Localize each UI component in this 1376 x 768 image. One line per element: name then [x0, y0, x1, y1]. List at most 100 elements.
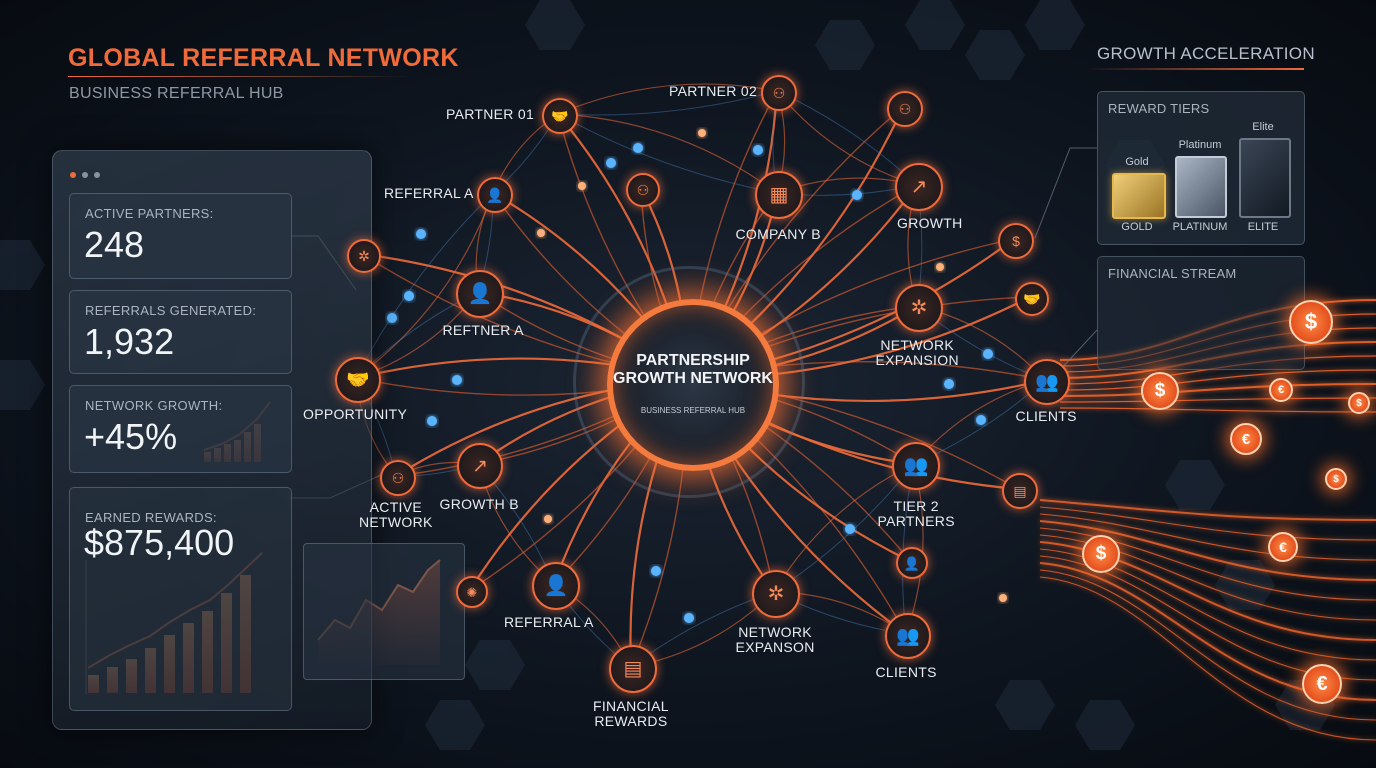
network-growth-label: NETWORK GROWTH: [85, 398, 223, 413]
stream-line [1059, 407, 1376, 413]
signal-dot [404, 291, 414, 301]
dollar-coin-icon: $ [1348, 392, 1370, 414]
stream-line [1059, 383, 1376, 397]
hub-title: PARTNERSHIP GROWTH NETWORK [613, 352, 773, 387]
network-growth-card[interactable]: NETWORK GROWTH: +45% [69, 385, 292, 473]
stream-line [1039, 499, 1376, 521]
stream-line [1059, 397, 1376, 403]
person-icon[interactable]: 👤 [896, 547, 928, 579]
referrals-generated-card[interactable]: REFERRALS GENERATED: 1,932 [69, 290, 292, 374]
growth-chart-icon[interactable]: ↗ [895, 163, 943, 211]
stream-line [1039, 569, 1376, 721]
people-group-icon[interactable]: 👥 [1024, 359, 1070, 405]
stream-line [1039, 513, 1376, 561]
handshake-icon[interactable]: 🤝 [1015, 282, 1049, 316]
node-label-growth: GROWTH [897, 215, 963, 231]
dollar-coin-icon: $ [1141, 372, 1179, 410]
euro-coin-icon: € [1268, 532, 1298, 562]
growth-acceleration-underline [1086, 68, 1304, 70]
signal-dot [537, 229, 545, 237]
hub-circle[interactable] [607, 299, 779, 471]
network-icon[interactable]: ✲ [752, 570, 800, 618]
window-dot-close[interactable] [70, 172, 76, 178]
euro-coin-icon: € [1302, 664, 1342, 704]
signal-dot [936, 263, 944, 271]
referrals-generated-value: 1,932 [84, 321, 175, 362]
stream-line [1039, 527, 1376, 601]
tier-elite-name: Elite [1252, 121, 1274, 133]
node-label-partner02: PARTNER 02 [669, 83, 758, 99]
financial-stream-label: FINANCIAL STREAM [1108, 266, 1237, 281]
window-controls [70, 165, 106, 183]
person-icon[interactable]: 👤 [477, 177, 513, 213]
stream-line [1059, 355, 1376, 385]
dollar-coin-icon: $ [1325, 468, 1347, 490]
network-icon[interactable]: ✲ [895, 284, 943, 332]
handshake-icon[interactable]: 🤝 [542, 98, 578, 134]
dollar-icon[interactable]: $ [998, 223, 1034, 259]
org-chart-icon[interactable]: ⚇ [761, 75, 797, 111]
handshake-icon[interactable]: 🤝 [335, 357, 381, 403]
mini-chart-card[interactable] [303, 543, 465, 680]
tier-gold-card[interactable] [1112, 173, 1166, 219]
dollar-coin-icon: $ [1289, 300, 1333, 344]
org-chart-icon[interactable]: ⚇ [887, 91, 923, 127]
link-line [557, 83, 778, 115]
node-label-network-expansion: NETWORK EXPANSION [875, 337, 959, 368]
signal-dot [684, 613, 694, 623]
financial-stream-panel: FINANCIAL STREAM [1097, 256, 1305, 370]
signal-dot [578, 182, 586, 190]
idea-icon[interactable]: ✺ [456, 576, 488, 608]
link-line [557, 113, 778, 194]
person-icon[interactable]: 👤 [456, 270, 504, 318]
link-line [557, 90, 778, 116]
tier-gold-caption: GOLD [1121, 221, 1153, 233]
signal-dot [983, 349, 993, 359]
earned-rewards-card[interactable]: EARNED REWARDS: $875,400 [69, 487, 292, 711]
node-label-clients-right: CLIENTS [1015, 408, 1077, 424]
stream-line [1059, 369, 1376, 391]
stream-line [1039, 576, 1376, 741]
node-label-partner01: PARTNER 01 [446, 106, 535, 122]
stream-line [1039, 506, 1376, 541]
tier-elite-card[interactable] [1239, 138, 1291, 218]
node-label-tier2-partners: TIER 2 PARTNERS [877, 498, 955, 529]
node-label-reftner-a: REFTNER A [442, 322, 524, 338]
org-chart-icon[interactable]: ⚇ [626, 173, 660, 207]
org-chart-icon[interactable]: ⚇ [380, 460, 416, 496]
reward-tiers-label: REWARD TIERS [1108, 101, 1210, 116]
signal-dot [651, 566, 661, 576]
tier-elite-caption: ELITE [1247, 221, 1279, 233]
window-dot-minimize[interactable] [82, 172, 88, 178]
money-stack-icon[interactable]: ▤ [609, 645, 657, 693]
window-dot-maximize[interactable] [94, 172, 100, 178]
node-label-company-b: COMPANY B [735, 226, 821, 242]
earned-rewards-label: EARNED REWARDS: [85, 510, 217, 525]
signal-dot [698, 129, 706, 137]
network-growth-value: +45% [84, 416, 178, 457]
signal-dot [452, 375, 462, 385]
active-partners-card[interactable]: ACTIVE PARTNERS: 248 [69, 193, 292, 279]
node-label-opportunity: OPPORTUNITY [303, 406, 408, 422]
node-label-network-expanson: NETWORK EXPANSON [735, 624, 815, 655]
building-icon[interactable]: ▦ [755, 171, 803, 219]
network-icon[interactable]: ✲ [347, 239, 381, 273]
money-stack-icon[interactable]: ▤ [1002, 473, 1038, 509]
node-label-referral-a-bottom: REFERRAL A [504, 614, 594, 630]
signal-dot [606, 158, 616, 168]
people-group-icon[interactable]: 👥 [892, 442, 940, 490]
link-line [557, 113, 778, 194]
link-line [355, 192, 494, 379]
growth-chart-icon[interactable]: ↗ [457, 443, 503, 489]
signal-dot [416, 229, 426, 239]
node-label-financial-rewards: FINANCIAL REWARDS [593, 698, 669, 729]
node-label-growth-b: GROWTH B [439, 496, 519, 512]
active-partners-value: 248 [84, 224, 145, 265]
people-group-icon[interactable]: 👥 [885, 613, 931, 659]
earned-rewards-value: $875,400 [84, 522, 235, 563]
signal-dot [544, 515, 552, 523]
tier-platinum-card[interactable] [1175, 156, 1227, 218]
active-partners-label: ACTIVE PARTNERS: [85, 206, 214, 221]
person-icon[interactable]: 👤 [532, 562, 580, 610]
